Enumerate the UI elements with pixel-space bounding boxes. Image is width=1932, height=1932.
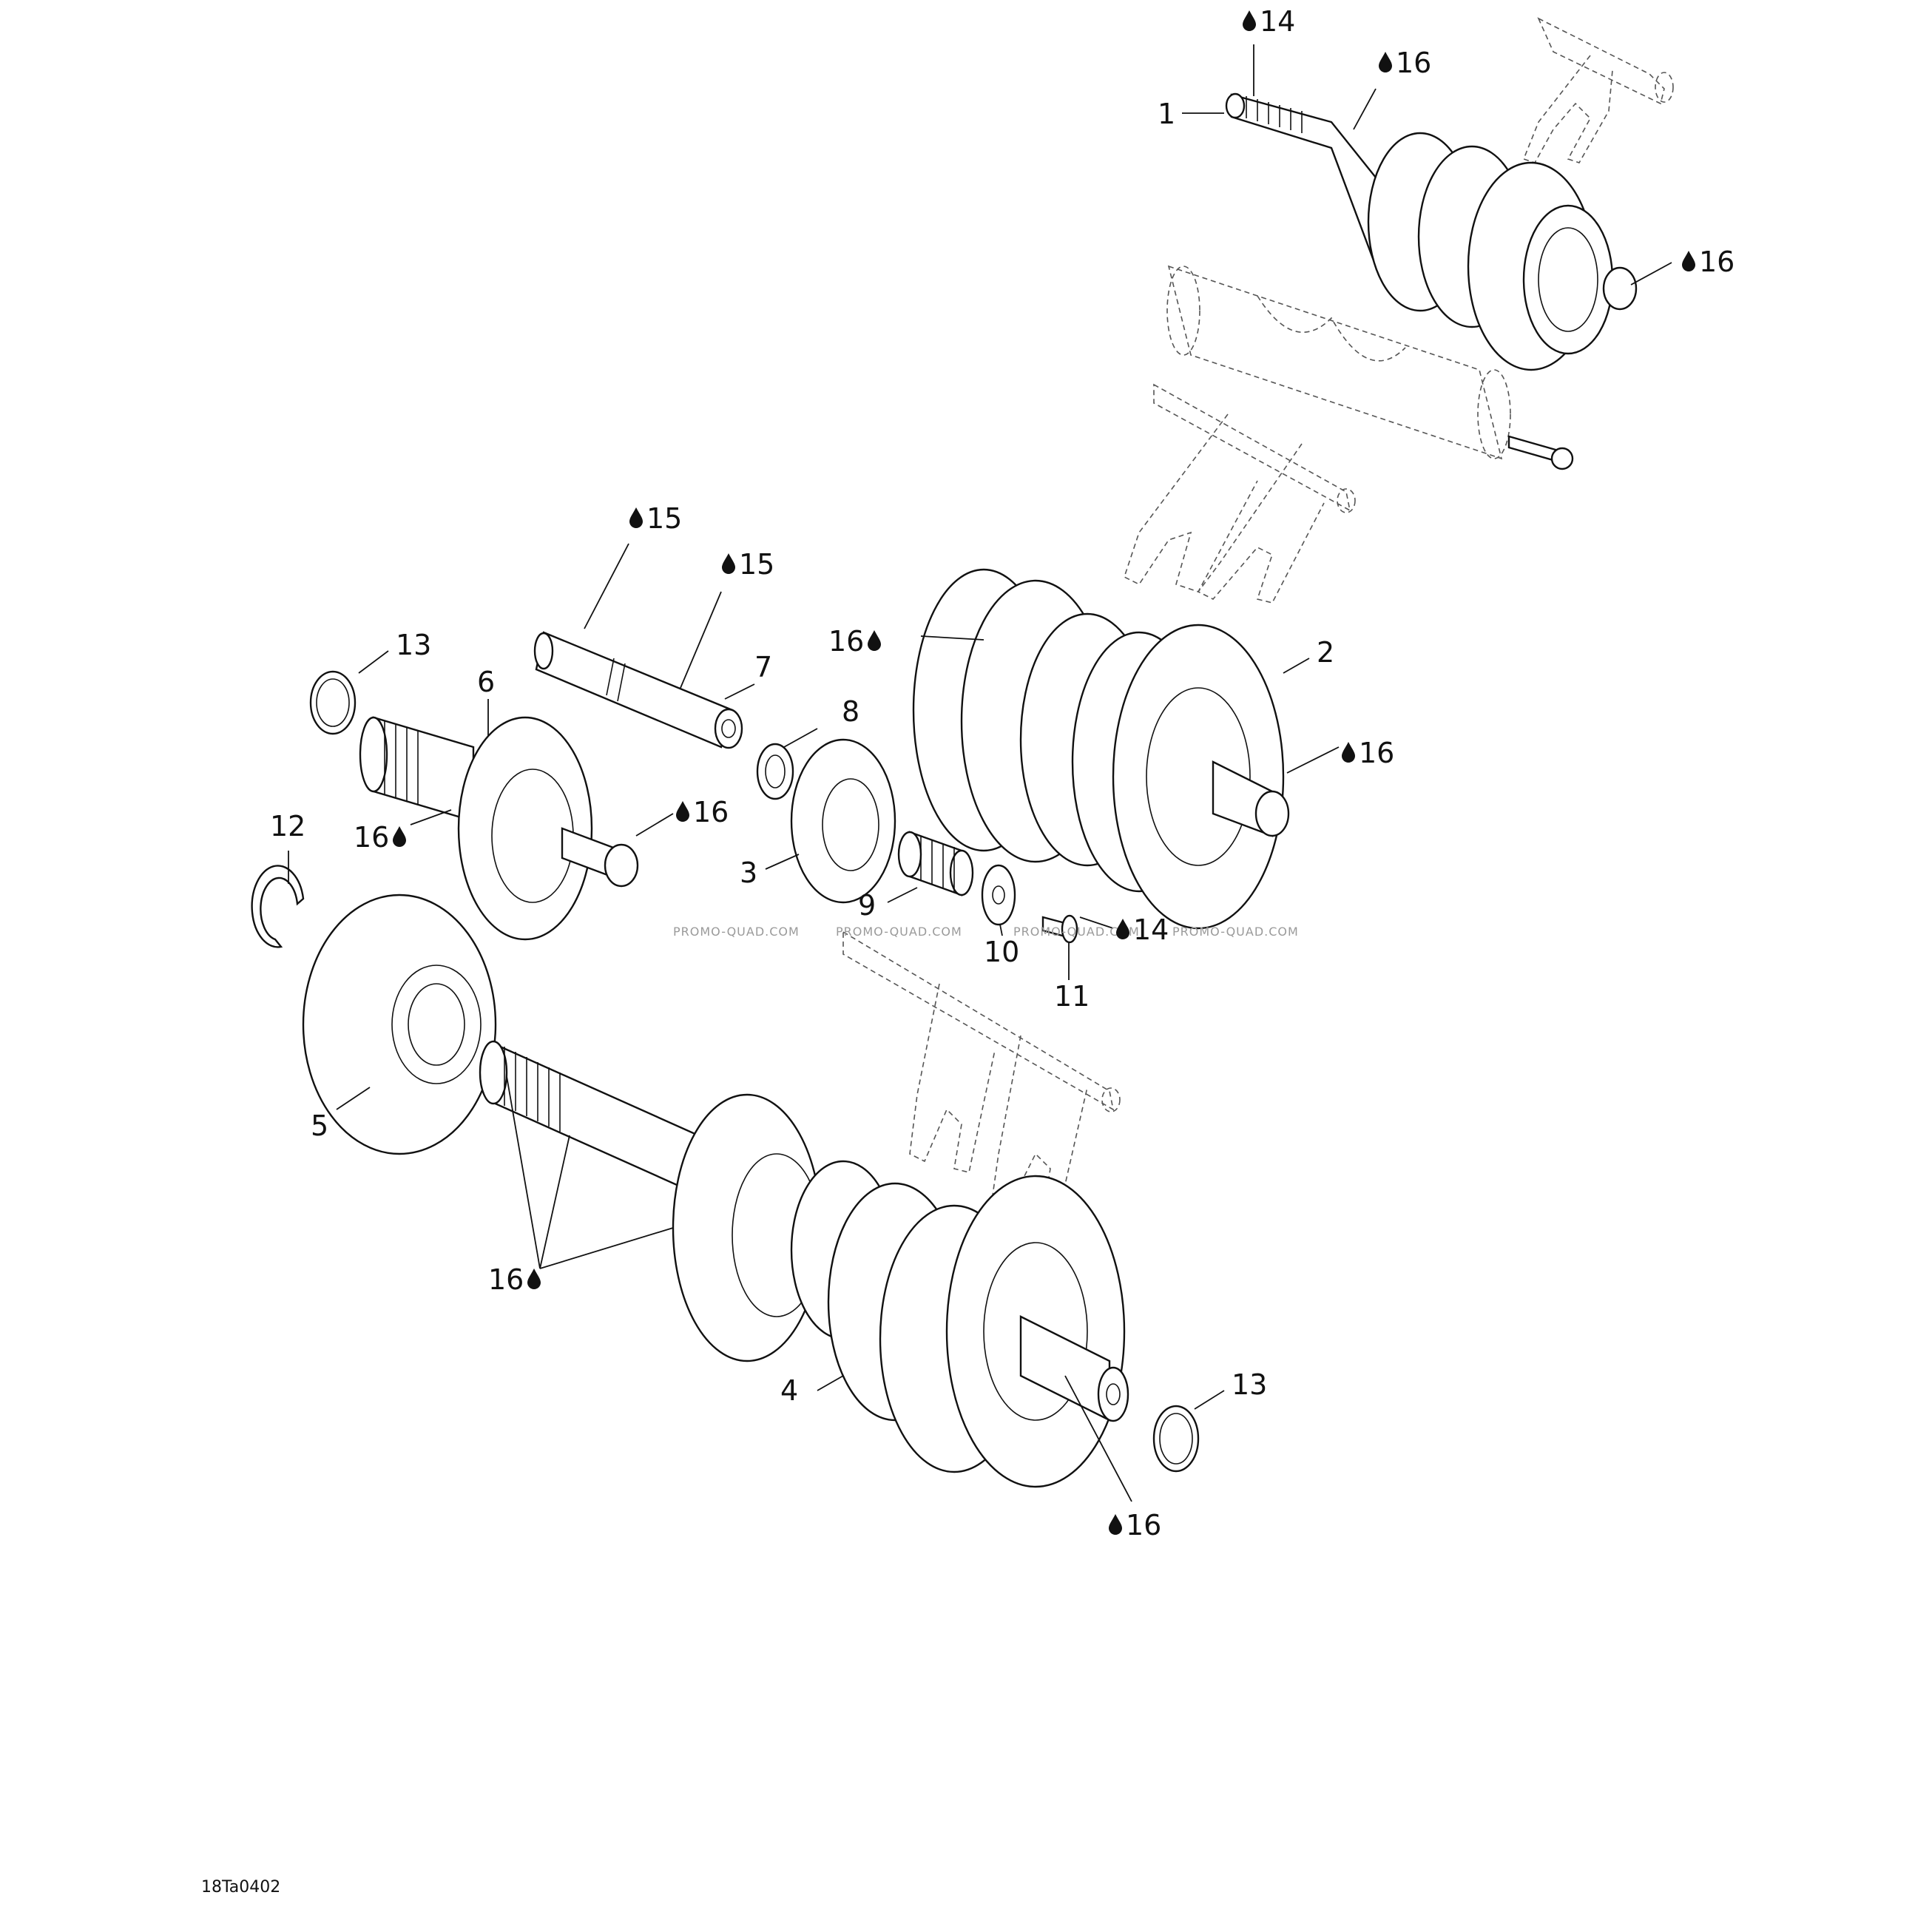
lube-mark-label: 16 [1396,47,1431,79]
callout-3: 3 [740,857,757,889]
oil-drop-icon [1342,742,1355,763]
watermark-text: PROMO-QUAD.COM [673,925,800,939]
callout-5: 5 [311,1109,328,1142]
oil-drop-icon [1109,1514,1122,1535]
callout-4: 4 [780,1374,798,1407]
needle-bearing-9 [897,831,974,896]
shift-drum [1166,265,1574,470]
watermark-text: PROMO-QUAD.COM [1172,925,1299,939]
lube-mark: 16 [828,625,881,658]
output-shaft-4 [479,1040,1129,1488]
lube-mark-label: 15 [739,548,774,581]
shift-fork-rod-middle [1124,383,1356,604]
lube-mark: 16 [354,821,406,854]
lube-mark-label: 14 [1260,5,1295,38]
input-shaft-2 [912,568,1290,930]
lube-mark: 16 [676,796,729,828]
gear-5 [302,894,497,1155]
lube-mark-label: 16 [693,796,729,828]
watermark-row: PROMO-QUAD.COM PROMO-QUAD.COM PROMO-QUAD… [673,925,1299,939]
callout-1: 1 [1158,98,1175,130]
callout-10: 10 [984,936,1019,968]
oil-drop-icon [1682,251,1695,271]
callout-2: 2 [1317,636,1334,669]
callout-13-upper: 13 [396,629,431,661]
lube-mark-label: 16 [1126,1509,1161,1541]
oil-drop-icon [676,801,689,822]
callout-12: 12 [270,810,305,842]
circlip-12 [251,865,305,948]
shift-fork-lower [842,930,1121,1217]
shaft-7 [533,631,743,749]
callout-7: 7 [754,651,772,683]
oil-drop-icon [1116,919,1129,939]
lube-mark-label: 14 [1133,913,1169,946]
watermark-text: PROMO-QUAD.COM [836,925,962,939]
lube-mark-label: 16 [1359,737,1394,769]
lube-mark-label: 16 [488,1263,524,1296]
output-shaft-1 [1225,92,1638,371]
lube-mark: 16 [1342,737,1394,769]
lubricant-marks: 14 16 16 15 15 16 16 16 [354,5,1735,1541]
callout-labels: 1 2 3 4 5 6 7 8 9 10 11 12 13 13 [270,98,1334,1407]
lube-mark-label: 16 [354,821,389,854]
thrust-washer-8 [756,743,794,800]
lube-mark: 14 [1116,913,1169,946]
gear-cluster-upper [1367,132,1638,371]
lube-mark-label: 16 [828,625,864,658]
oil-drop-icon [393,826,406,847]
leader-lines [288,44,1672,1502]
circlip-13-lower [1152,1405,1200,1473]
oil-drop-icon [868,630,881,651]
screw-11 [1041,914,1078,944]
oil-drop-icon [527,1269,541,1289]
washer-10 [981,864,1016,926]
oil-drop-icon [1243,10,1256,31]
oil-drop-icon [722,553,735,574]
lube-mark-label: 15 [646,502,682,535]
lube-mark: 16 [1379,47,1431,79]
circlip-13-upper [309,670,357,735]
callout-8: 8 [842,695,859,728]
shift-fork-upper [1522,17,1674,163]
lube-mark: 15 [722,548,774,581]
callout-13-lower: 13 [1232,1368,1267,1401]
callout-9: 9 [858,889,876,922]
watermark-text: PROMO-QUAD.COM [1013,925,1140,939]
callout-6: 6 [477,666,495,698]
lube-mark: 16 [1682,246,1735,278]
lube-mark: 16 [1109,1509,1161,1541]
lube-mark: 16 [488,1263,541,1296]
oil-drop-icon [629,507,643,528]
gear-3 [790,738,896,904]
lube-mark: 14 [1243,5,1295,38]
lube-mark-label: 16 [1699,246,1735,278]
oil-drop-icon [1379,52,1392,72]
callout-11: 11 [1054,980,1090,1013]
figure-id: 18Ta0402 [201,1878,280,1896]
lube-mark: 15 [629,502,682,535]
gear-shaft-6 [359,716,639,941]
